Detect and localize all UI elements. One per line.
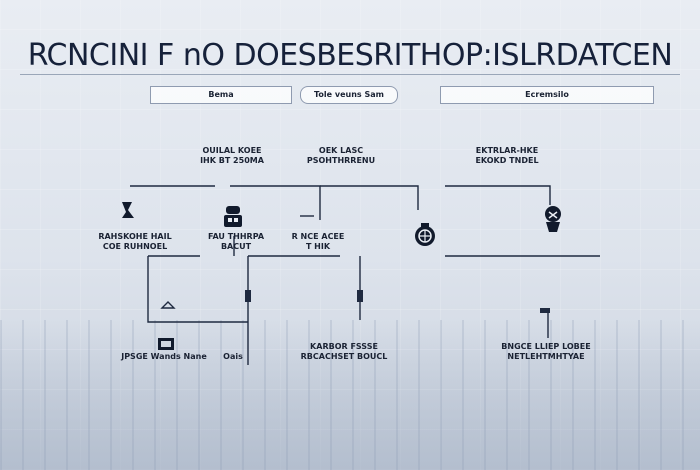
arrow-mid-left (160, 301, 176, 309)
label-bottom-right: BNGCE LLIEP LOBEE NETLEHTMHTYAE (501, 342, 591, 361)
label-bottom-center: KARBOR FSSSE RBCACHSET BOUCL (300, 342, 388, 361)
label-bottom-left-b: Oais (223, 352, 243, 361)
connector-mid-center (247, 255, 340, 365)
label-mid-center-a: FAU THHRPA BACUT (207, 232, 265, 251)
robot-icon (220, 204, 246, 230)
device-icon (157, 336, 175, 350)
junction-right (357, 290, 363, 302)
connector-left-vert (147, 256, 248, 323)
label-top-right: EKTRLAR-HKE EKOKD TNDEL (475, 146, 539, 165)
tab-1[interactable]: Bema (150, 86, 292, 104)
gear-robot-icon (540, 204, 566, 232)
connector-top-d (445, 185, 551, 205)
background-cityscape (0, 320, 700, 470)
clamp-icon (118, 198, 144, 224)
diagram-title: RCNCINI F nO DOESBESRITHOP:ISLRDATCEN (27, 38, 673, 73)
tab-2[interactable]: Tole veuns Sam (300, 86, 398, 104)
label-bottom-left-a: JPSGE Wands Nane (121, 352, 207, 361)
label-top-center: OEK LASC PSOHTHRRENU (306, 146, 376, 165)
title-divider (20, 74, 680, 75)
label-mid-center-b: R NCE ACEE T HIK (291, 232, 345, 251)
label-mid-left: RAHSKOHE HAIL COE RUHNOEL (98, 232, 172, 251)
marker-right (540, 308, 550, 313)
connector-top-c (320, 185, 419, 210)
globe-sensor-icon (412, 222, 438, 248)
junction-center (245, 290, 251, 302)
tab-3[interactable]: Ecremsilo (440, 86, 654, 104)
label-top-left: OUILAL KOEE IHK BT 250MA (200, 146, 264, 165)
